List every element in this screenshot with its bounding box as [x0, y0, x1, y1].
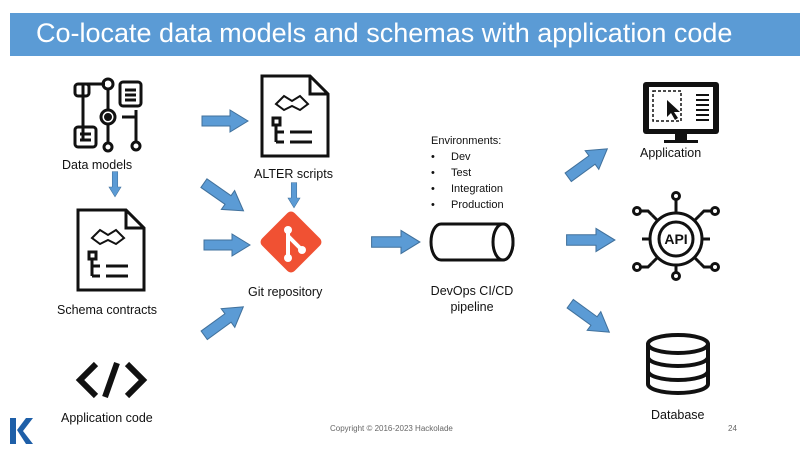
label-pipeline: DevOps CI/CD pipeline [420, 284, 524, 314]
copyright: Copyright © 2016-2023 Hackolade [330, 424, 453, 433]
arrow-pipeline-to-api [566, 227, 616, 253]
arrow-datamodels-to-schema [108, 171, 122, 198]
environments-heading: Environments: [431, 135, 502, 147]
database-icon [646, 333, 710, 395]
contract-handshake-icon [260, 74, 330, 158]
title-bar [10, 13, 800, 56]
code-brackets-icon [75, 361, 148, 399]
api-label: API [664, 231, 687, 247]
arrow-pipeline-to-database [562, 293, 617, 342]
environment-item: Test [431, 165, 504, 181]
label-pipeline-line2: pipeline [450, 300, 494, 314]
arrows [108, 109, 617, 346]
label-database: Database [651, 408, 705, 422]
label-application-code: Application code [61, 411, 153, 425]
contract-handshake-icon [76, 208, 146, 292]
environment-item: Integration [431, 181, 504, 197]
label-data-models: Data models [62, 158, 133, 172]
arrow-datamodels-to-git [196, 173, 251, 221]
arrow-pipeline-to-application [560, 139, 615, 188]
arrow-git-to-pipeline [371, 229, 421, 255]
monitor-cursor-icon [643, 82, 719, 143]
arrow-datamodels-to-alter [201, 109, 249, 133]
arrow-alter-to-git [287, 182, 301, 209]
api-gear-icon [632, 191, 720, 281]
page-number: 24 [728, 424, 737, 433]
environments-list: Environments: Dev Test Integration Produ… [431, 133, 504, 213]
environment-item: Production [431, 197, 504, 213]
arrow-schema-to-git [203, 233, 251, 257]
hackolade-logo-icon [10, 418, 33, 444]
environment-item: Dev [431, 149, 504, 165]
label-application: Application [640, 146, 702, 160]
label-git-repository: Git repository [248, 285, 323, 299]
arrow-code-to-git [196, 297, 251, 346]
slide-title: Co-locate data models and schemas with a… [36, 18, 733, 48]
workflow-icon [73, 77, 143, 153]
label-schema-contracts: Schema contracts [57, 303, 158, 317]
label-pipeline-line1: DevOps CI/CD [430, 284, 514, 298]
label-alter-scripts: ALTER scripts [254, 167, 333, 181]
git-logo-icon [260, 211, 322, 273]
pipeline-cylinder-icon [429, 222, 515, 262]
